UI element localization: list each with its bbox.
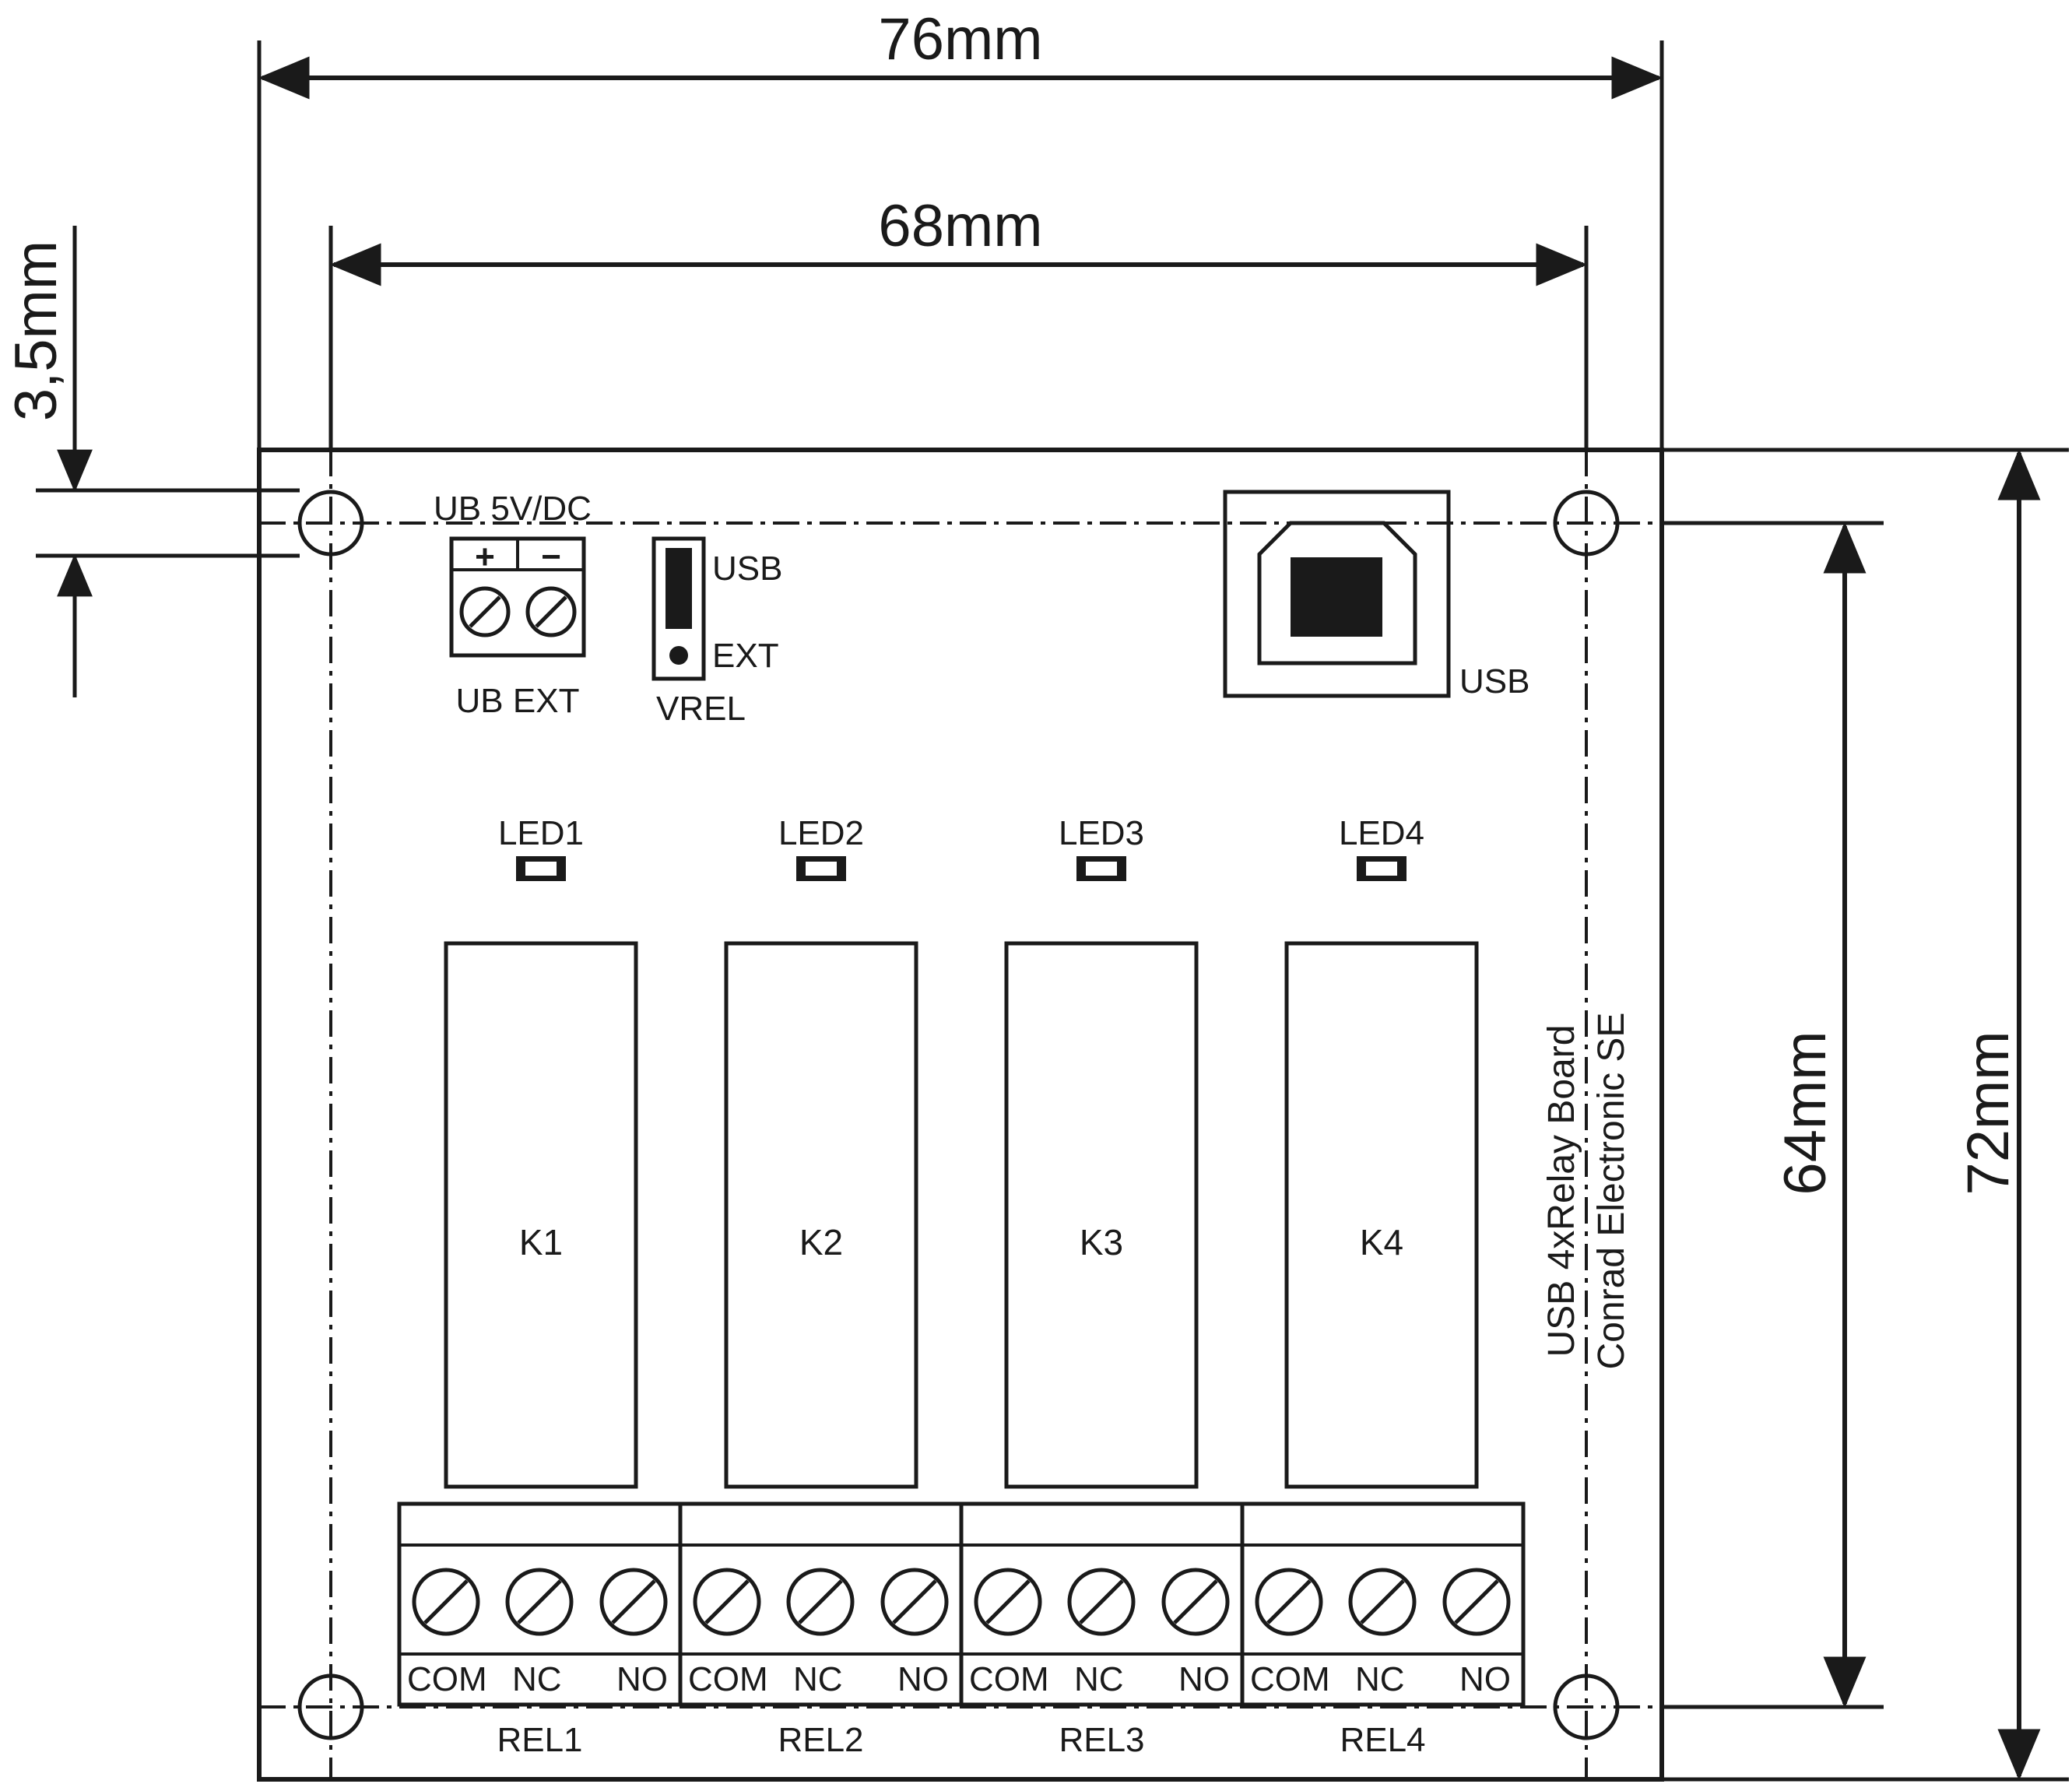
- mounting-hole-top-left: [297, 490, 364, 557]
- output-name: REL4: [1340, 1721, 1425, 1759]
- usb-connector-label: USB: [1459, 662, 1529, 701]
- relay-label: K1: [519, 1222, 563, 1262]
- output-block-2: COM NC NO REL2: [678, 1501, 964, 1759]
- relay-3: K3: [1004, 941, 1199, 1489]
- led-group: LED1 LED2 LED3 LED4: [498, 814, 1424, 881]
- relay-4: K4: [1284, 941, 1479, 1489]
- relay-2: K2: [724, 941, 918, 1489]
- relay-label: K2: [799, 1222, 843, 1262]
- output-name: REL1: [497, 1721, 582, 1759]
- output-terminals: COM NC NO REL1 COM NC NO REL2 COM NC NO REL3 COM NC NO…: [397, 1501, 1526, 1759]
- relay-body: [444, 941, 638, 1489]
- led-4: LED4: [1339, 814, 1424, 881]
- power-title: UB 5V/DC: [434, 490, 592, 528]
- output-block-3: COM NC NO REL3: [959, 1501, 1245, 1759]
- jumper-ext-label: EXT: [712, 637, 779, 675]
- terminal-block-body: [1240, 1501, 1526, 1707]
- dimension-width-inner: 68mm: [329, 193, 1588, 286]
- led-1: LED1: [498, 814, 584, 881]
- power-terminal: UB 5V/DC + − UB EXT: [434, 490, 592, 720]
- screw-com: [693, 1568, 761, 1636]
- screw-com: [1255, 1568, 1323, 1636]
- mounting-hole-bottom-right: [1553, 1673, 1620, 1740]
- led-label: LED1: [498, 814, 584, 852]
- dim-label-72mm: 72mm: [1955, 1031, 2021, 1195]
- mounting-hole-bottom-left: [297, 1673, 364, 1740]
- pin-label-no: NO: [897, 1660, 949, 1698]
- led-lens: [525, 862, 557, 876]
- vrel-jumper: USB EXT VREL: [651, 536, 782, 728]
- board-text-line1: USB 4xRelay Board: [1541, 1025, 1582, 1357]
- dim-label-76mm: 76mm: [878, 6, 1042, 72]
- screw-nc: [505, 1568, 574, 1636]
- pin-label-no: NO: [616, 1660, 668, 1698]
- pin-label-com: COM: [1250, 1660, 1330, 1698]
- screw-nc: [1067, 1568, 1136, 1636]
- dim-label-68mm: 68mm: [878, 193, 1042, 259]
- pin-label-com: COM: [969, 1660, 1049, 1698]
- dimension-height-inner: 64mm: [1772, 521, 1867, 1708]
- pin-label-no: NO: [1178, 1660, 1230, 1698]
- jumper-cap: [665, 548, 692, 629]
- output-block-1: COM NC NO REL1: [397, 1501, 683, 1759]
- mounting-hole-top-right: [1553, 490, 1620, 557]
- dimension-hole-offset: 3,5mm: [3, 226, 93, 697]
- pin-label-nc: NC: [512, 1660, 562, 1698]
- dimension-height-outer: 72mm: [1955, 448, 2041, 1781]
- plus-sign: +: [475, 538, 495, 576]
- screw-com: [974, 1568, 1042, 1636]
- centerlines: [259, 450, 1662, 1779]
- relay-body: [1284, 941, 1479, 1489]
- relay-label: K3: [1080, 1222, 1123, 1262]
- pin-label-com: COM: [688, 1660, 768, 1698]
- dim-label-64mm: 64mm: [1772, 1031, 1838, 1195]
- output-name: REL2: [778, 1721, 863, 1759]
- screw-no: [599, 1568, 668, 1636]
- dim-label-3-5mm: 3,5mm: [3, 241, 69, 421]
- jumper-pin: [669, 646, 688, 665]
- board-text-line2: Conrad Electronic SE: [1591, 1013, 1632, 1370]
- led-label: LED2: [778, 814, 864, 852]
- pin-label-nc: NC: [793, 1660, 843, 1698]
- pin-label-com: COM: [407, 1660, 487, 1698]
- led-lens: [1086, 862, 1117, 876]
- screw-plus: [459, 586, 511, 637]
- pin-label-nc: NC: [1074, 1660, 1124, 1698]
- relay-label: K4: [1360, 1222, 1403, 1262]
- jumper-name: VREL: [656, 690, 746, 728]
- screw-no: [1442, 1568, 1511, 1636]
- relay-body: [724, 941, 918, 1489]
- led-lens: [1366, 862, 1397, 876]
- relay-group: K1 K2 K3 K4: [444, 941, 1479, 1489]
- usb-socket: [1291, 557, 1382, 637]
- screw-no: [1161, 1568, 1230, 1636]
- led-label: LED4: [1339, 814, 1424, 852]
- led-3: LED3: [1059, 814, 1144, 881]
- jumper-usb-label: USB: [712, 550, 782, 588]
- pin-label-nc: NC: [1355, 1660, 1405, 1698]
- led-label: LED3: [1059, 814, 1144, 852]
- screw-minus: [525, 586, 577, 637]
- output-name: REL3: [1059, 1721, 1144, 1759]
- minus-sign: −: [541, 538, 561, 576]
- board-outline: [257, 448, 1664, 1782]
- extension-lines: [36, 40, 2069, 1782]
- power-terminal-label: UB EXT: [456, 682, 580, 720]
- led-2: LED2: [778, 814, 864, 881]
- screw-com: [412, 1568, 480, 1636]
- screw-no: [880, 1568, 949, 1636]
- pin-label-no: NO: [1459, 1660, 1511, 1698]
- screw-nc: [1348, 1568, 1417, 1636]
- relay-1: K1: [444, 941, 638, 1489]
- board-text: USB 4xRelay Board Conrad Electronic SE: [1541, 1013, 1632, 1370]
- output-block-4: COM NC NO REL4: [1240, 1501, 1526, 1759]
- led-lens: [806, 862, 837, 876]
- relay-body: [1004, 941, 1199, 1489]
- dimension-width-outer: 76mm: [258, 6, 1663, 100]
- screw-nc: [786, 1568, 855, 1636]
- usb-connector: USB: [1223, 490, 1529, 701]
